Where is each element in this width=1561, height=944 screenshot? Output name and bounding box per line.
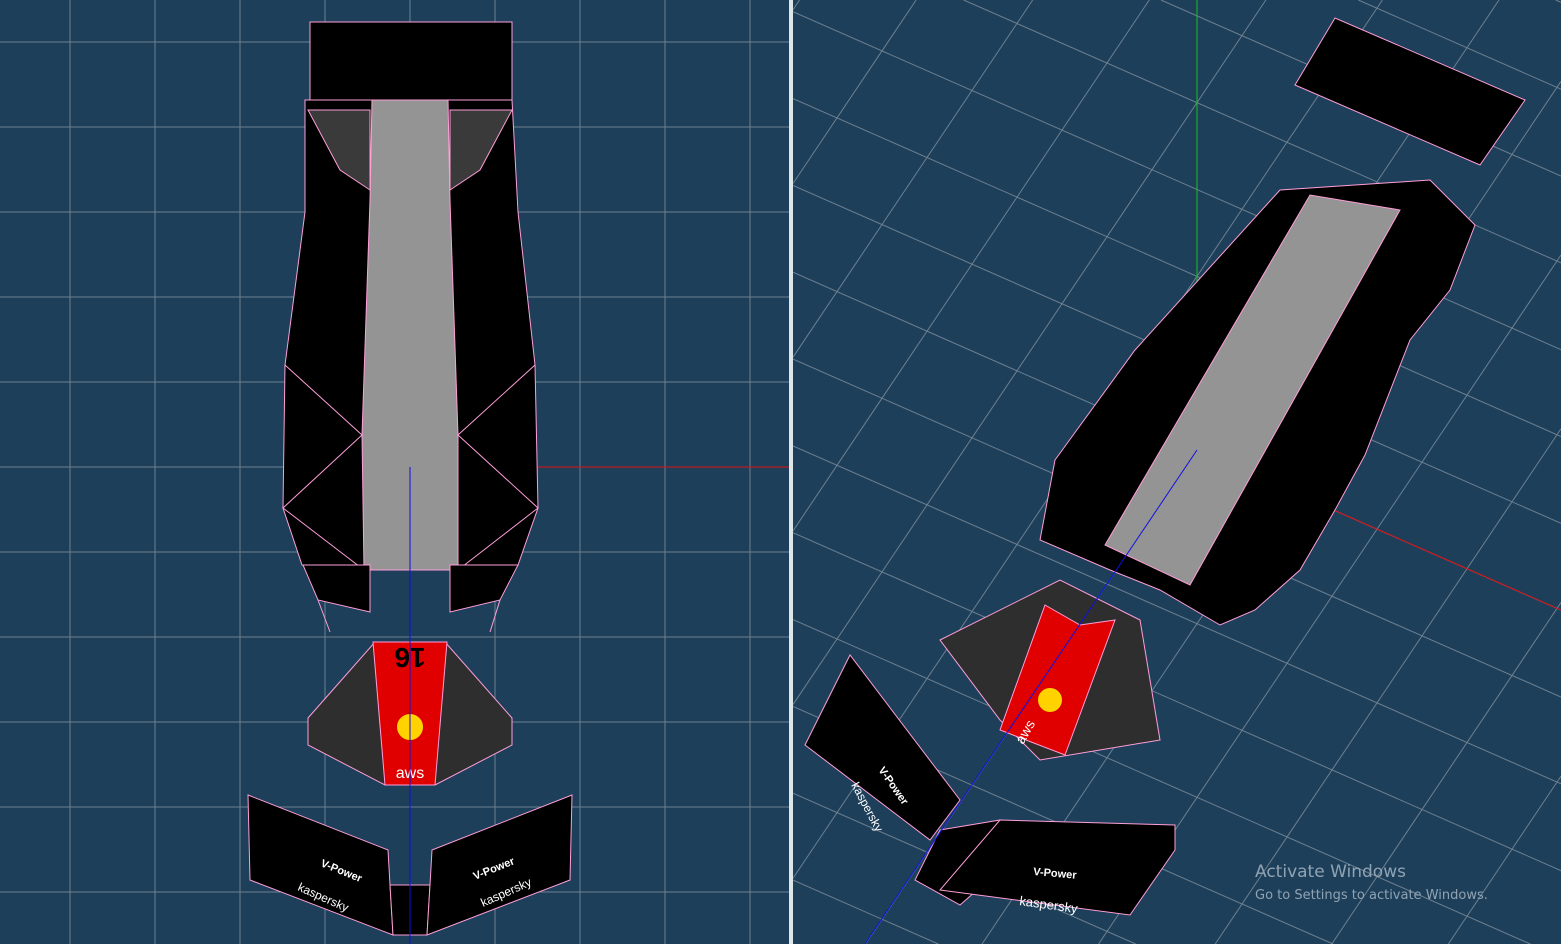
grid-line [793, 98, 1561, 437]
grid-line [793, 532, 1561, 872]
perspective-canvas[interactable]: aws V-Power kaspersky V-Power kaspersky [793, 0, 1561, 944]
z-axis [864, 449, 1198, 944]
grid-line [1098, 254, 1561, 944]
grid-line [1331, 602, 1561, 944]
shell-logo-icon [1036, 686, 1064, 714]
grid-line [793, 879, 939, 944]
rear-suspension-right [449, 109, 513, 191]
rear-wing[interactable] [1294, 17, 1526, 166]
viewport-splitter[interactable] [789, 0, 793, 944]
front-wing-right[interactable] [426, 794, 573, 936]
grid-line [1214, 428, 1561, 944]
grid-line [793, 619, 1531, 944]
top-view-canvas[interactable]: 16 aws V-Power kaspersky V-Power kaspers… [0, 0, 789, 944]
grid-line [793, 0, 1034, 358]
front-wing-left[interactable] [804, 654, 961, 841]
grid-line [793, 445, 1561, 785]
activation-watermark-subtitle: Go to Settings to activate Windows. [1255, 888, 1488, 903]
grid-line [793, 0, 1267, 705]
center-strip[interactable] [1104, 194, 1401, 586]
sidepod-right[interactable] [449, 564, 519, 613]
nose-red-panel [999, 604, 1116, 756]
grid-line [1447, 775, 1561, 944]
sidepod-left[interactable] [302, 564, 371, 613]
front-wing-right[interactable] [939, 819, 1176, 916]
car-model-perspective[interactable] [804, 17, 1526, 916]
grid-line [1555, 0, 1561, 3]
grid-line [793, 11, 1561, 351]
vpower-decal-right: V-Power [1033, 866, 1078, 882]
rear-wing[interactable] [309, 21, 513, 101]
grid-line [793, 0, 917, 184]
activation-watermark-title: Activate Windows [1255, 862, 1406, 882]
perspective-viewport[interactable]: aws V-Power kaspersky V-Power kaspersky [793, 0, 1561, 944]
top-viewport[interactable]: 16 aws V-Power kaspersky V-Power kaspers… [0, 0, 789, 944]
car-model-top[interactable] [247, 21, 573, 936]
grid-line [793, 0, 1150, 532]
grid-line [1358, 0, 1561, 90]
grid-line [793, 0, 800, 11]
